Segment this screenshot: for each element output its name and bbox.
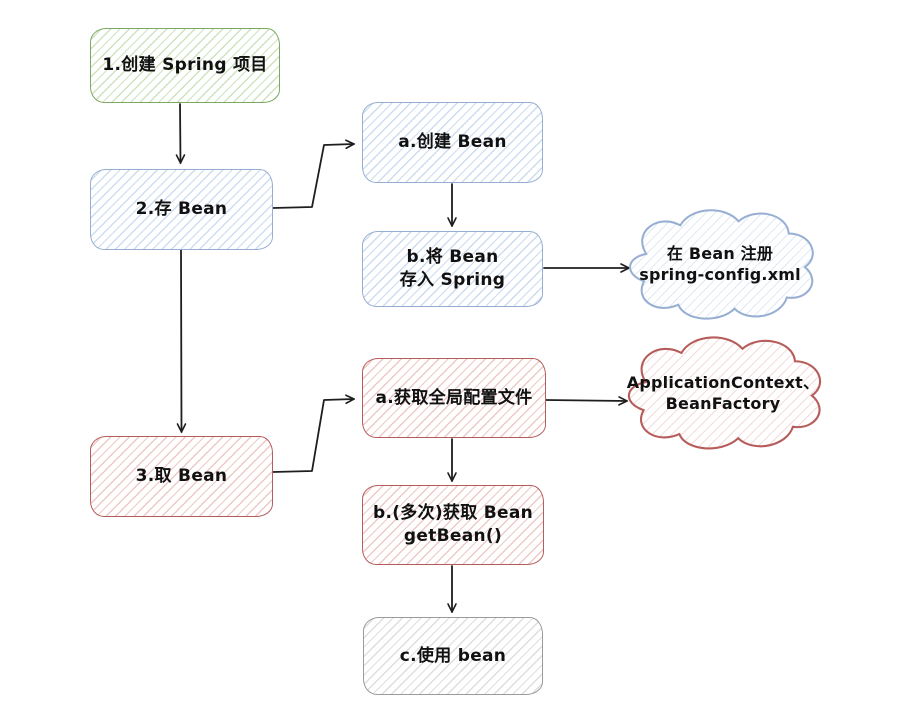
node-store-bean[interactable]: 2.存 Bean bbox=[90, 169, 273, 250]
node-get-bean-multi[interactable]: b.(多次)获取 Bean getBean() bbox=[362, 485, 544, 565]
node-create-bean[interactable]: a.创建 Bean bbox=[362, 102, 543, 183]
node-save-bean-into-spring-label: b.将 Bean 存入 Spring bbox=[399, 247, 506, 290]
node-get-bean[interactable]: 3.取 Bean bbox=[90, 436, 273, 517]
arrow-store-bean-to-create-bean bbox=[272, 139, 355, 209]
arrow-create-project-to-store-bean bbox=[175, 103, 186, 164]
node-create-spring-project[interactable]: 1.创建 Spring 项目 bbox=[90, 28, 280, 103]
node-create-spring-project-label: 1.创建 Spring 项目 bbox=[102, 55, 268, 76]
cloud-register-spring-config-xml[interactable]: 在 Bean 注册 spring-config.xml bbox=[612, 203, 828, 327]
cloud-shape-red bbox=[627, 336, 822, 450]
node-use-bean-label: c.使用 bean bbox=[399, 645, 507, 666]
node-get-bean-label: 3.取 Bean bbox=[135, 466, 228, 487]
node-store-bean-label: 2.存 Bean bbox=[135, 199, 228, 220]
node-use-bean[interactable]: c.使用 bean bbox=[363, 617, 543, 695]
node-create-bean-label: a.创建 Bean bbox=[398, 132, 507, 153]
node-save-bean-into-spring[interactable]: b.将 Bean 存入 Spring bbox=[362, 231, 543, 307]
cloud-shape-blue bbox=[629, 209, 814, 320]
arrow-store-bean-to-get-bean bbox=[176, 249, 187, 433]
cloud-applicationcontext-beanfactory[interactable]: ApplicationContext、 BeanFactory bbox=[610, 330, 836, 457]
node-get-global-config[interactable]: a.获取全局配置文件 bbox=[362, 358, 546, 438]
node-get-bean-multi-label: b.(多次)获取 Bean getBean() bbox=[372, 503, 534, 546]
arrow-get-bean-to-get-config bbox=[272, 394, 355, 473]
node-get-global-config-label: a.获取全局配置文件 bbox=[375, 387, 533, 408]
